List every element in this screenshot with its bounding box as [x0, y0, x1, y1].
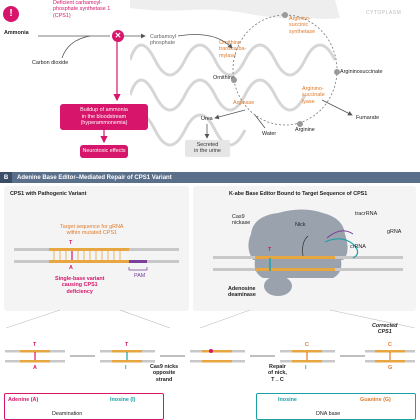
- argininosuccinic-synthetase-label: Arginino- succinic synthetase: [289, 16, 316, 35]
- step4-base-C: C: [305, 342, 309, 348]
- legend-inosine-right: Inosine: [278, 397, 297, 403]
- panel-b-title: Adenine Base Editor–Mediated Repair of C…: [17, 174, 172, 181]
- left-card-title: CPS1 with Pathogenic Variant: [10, 191, 87, 197]
- blocked-step-icon: ✕: [112, 30, 124, 42]
- single-base-variant-label: Single-base variant causing CPS1 deficie…: [55, 276, 104, 295]
- legend-guanine: Guanine (G): [360, 397, 391, 403]
- corrected-cps1-label: Corrected CPS1: [372, 323, 398, 336]
- crrna-label: crRNA: [350, 244, 366, 250]
- tracrrna-label: tracrRNA: [355, 211, 378, 217]
- arginine-label: Arginine: [295, 127, 315, 133]
- deficient-enzyme-label: Deficient carbamoyl- phosphate synthetas…: [53, 0, 111, 19]
- left-base-T: T: [69, 240, 73, 246]
- step-repair-label: Repair of nick, T→C: [268, 364, 287, 383]
- pam-label: PAM: [134, 273, 146, 279]
- single-base-variant-text: Single-base variant causing CPS1 deficie…: [55, 276, 105, 295]
- legend-deamination: Deamination: [52, 411, 83, 417]
- adenosine-deaminase-label: Adenosine deaminase: [228, 286, 256, 299]
- nick-label: Nick: [295, 222, 306, 228]
- panel-b-banner: B Adenine Base Editor–Mediated Repair of…: [0, 172, 420, 183]
- urea-cycle-arrows: [38, 12, 353, 144]
- right-card-title: K-abe Base Editor Bound to Target Sequen…: [229, 191, 368, 197]
- right-base-T: T: [268, 247, 272, 253]
- cytoplasm-label: CYTOPLASM: [366, 10, 402, 16]
- step5-base-C: C: [388, 342, 392, 348]
- carbamoyl-phosphate-label: Carbamoyl phosphate: [150, 34, 177, 47]
- step1-base-T: T: [33, 342, 37, 348]
- step-cas9-nicks-label: Cas9 nicks opposite strand: [150, 364, 179, 383]
- ornithine-label: Ornithine: [213, 75, 235, 81]
- argininosuccinate-lyase-label: Arginino- succinate lyase: [302, 86, 325, 105]
- step2-base-T: T: [125, 342, 129, 348]
- ornithine-transcarbamylase-label: Ornithine transcarba- mylase: [219, 40, 247, 59]
- secreted-urine-box: Secreted in the urine: [185, 140, 230, 157]
- step5-base-G: G: [388, 365, 393, 371]
- fumarate-label: Fumarate: [356, 115, 380, 121]
- legend-adenine: Adenine (A): [8, 397, 39, 403]
- water-label: Water: [262, 131, 277, 137]
- legend-dna-base: DNA base: [316, 411, 341, 417]
- carbon-dioxide-label: Carbon dioxide: [32, 60, 69, 66]
- hyperammonemia-box: Buildup of ammonia in the bloodstream (h…: [60, 104, 148, 130]
- ammonia-label: Ammonia: [4, 30, 29, 36]
- repair-steps-strands: [5, 349, 415, 363]
- urea-label: Urea: [201, 116, 213, 122]
- target-sequence-label: Target sequence for gRNA within mutated …: [60, 224, 124, 237]
- step4-base-I: I: [305, 365, 307, 371]
- warning-icon: !: [3, 6, 19, 22]
- argininosuccinate-label: Argininosuccinate: [340, 69, 383, 75]
- step2-base-I: I: [125, 365, 127, 371]
- panel-b-letter: B: [0, 172, 12, 183]
- zoom-funnels: [5, 309, 416, 329]
- base-editor-illustration: [213, 209, 403, 296]
- grna-label: gRNA: [387, 229, 402, 235]
- neurotoxic-effects-box: Neurotoxic effects: [80, 145, 128, 158]
- step1-base-A: A: [33, 365, 37, 371]
- left-dna-strand: [14, 248, 179, 271]
- target-sequence-text: Target sequence for gRNA within mutated …: [60, 224, 124, 237]
- left-base-A: A: [69, 265, 73, 271]
- legend-inosine-left: Inosine (I): [110, 397, 136, 403]
- cas9-nickase-label: Cas9 nickase: [232, 214, 251, 227]
